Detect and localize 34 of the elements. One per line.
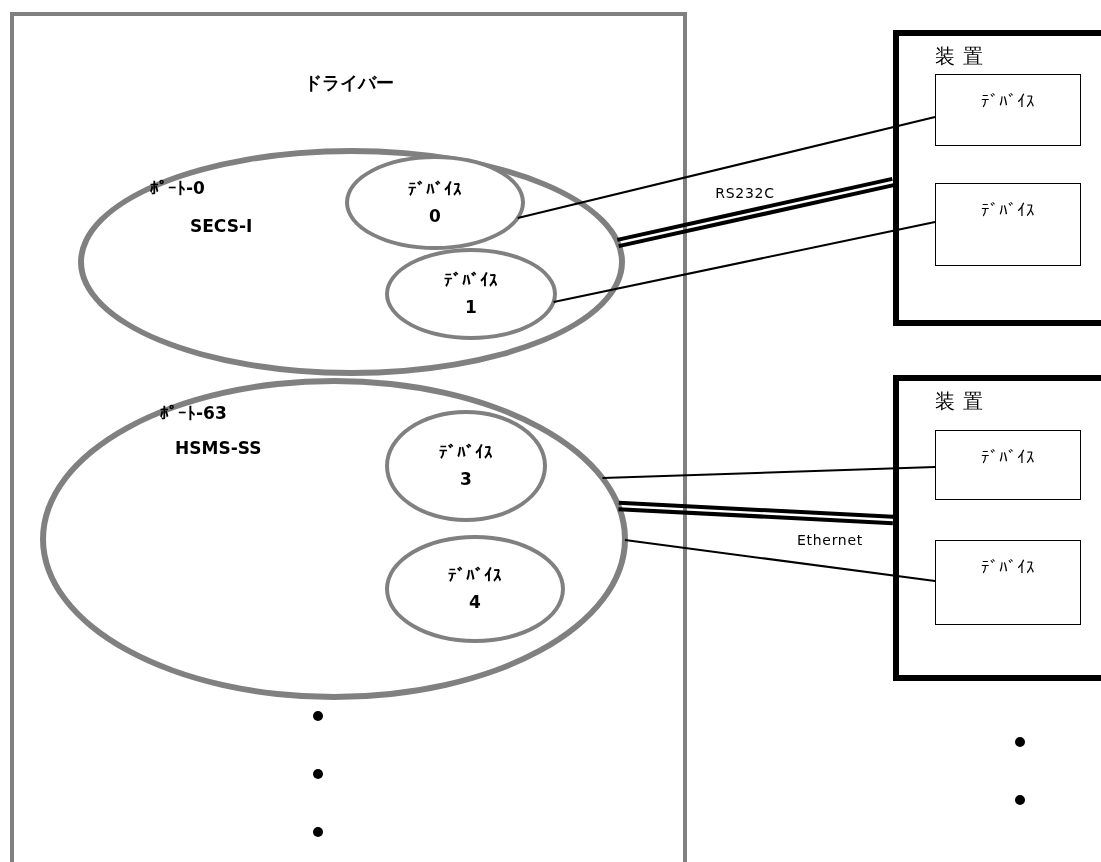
- edge-label: Ethernet: [795, 533, 865, 547]
- device-box: [935, 183, 1081, 266]
- driver-title: ドライバー: [303, 74, 394, 92]
- equipment-frame: [893, 375, 1101, 681]
- device-label: ﾃﾞﾊﾞｲｽ: [981, 559, 1035, 576]
- device-label: ﾃﾞﾊﾞｲｽ: [439, 444, 493, 461]
- device-label: ﾃﾞﾊﾞｲｽ: [408, 180, 462, 198]
- port-label: ﾎﾟｰﾄ-0: [150, 180, 205, 197]
- protocol-label: SECS-I: [190, 218, 253, 235]
- device-box: [935, 540, 1081, 625]
- connector-line: [624, 539, 936, 582]
- connector-line: [516, 116, 936, 219]
- device-label: ﾃﾞﾊﾞｲｽ: [444, 272, 498, 289]
- device-label: ﾃﾞﾊﾞｲｽ: [981, 93, 1035, 110]
- device-number: 0: [429, 207, 441, 225]
- edge-label: RS232C: [713, 186, 777, 200]
- equipment-title: 装置: [935, 391, 991, 411]
- double-line-connector: [616, 500, 896, 526]
- connector-line: [601, 466, 936, 479]
- device-label: ﾃﾞﾊﾞｲｽ: [981, 449, 1035, 466]
- device-number: 1: [465, 299, 477, 316]
- device-number: 3: [460, 471, 472, 488]
- port-label: ﾎﾟｰﾄ-63: [160, 405, 227, 422]
- device-label: ﾃﾞﾊﾞｲｽ: [981, 202, 1035, 219]
- device-number: 4: [469, 594, 481, 611]
- double-line-connector: [615, 176, 896, 249]
- equipment-title: 装置: [935, 46, 991, 66]
- device-label: ﾃﾞﾊﾞｲｽ: [448, 567, 502, 584]
- driver-panel: [10, 12, 687, 862]
- device-box: [935, 430, 1081, 500]
- protocol-label: HSMS-SS: [175, 440, 262, 457]
- equipment-frame: [893, 30, 1101, 326]
- connector-line: [552, 221, 936, 303]
- device-box: [935, 74, 1081, 146]
